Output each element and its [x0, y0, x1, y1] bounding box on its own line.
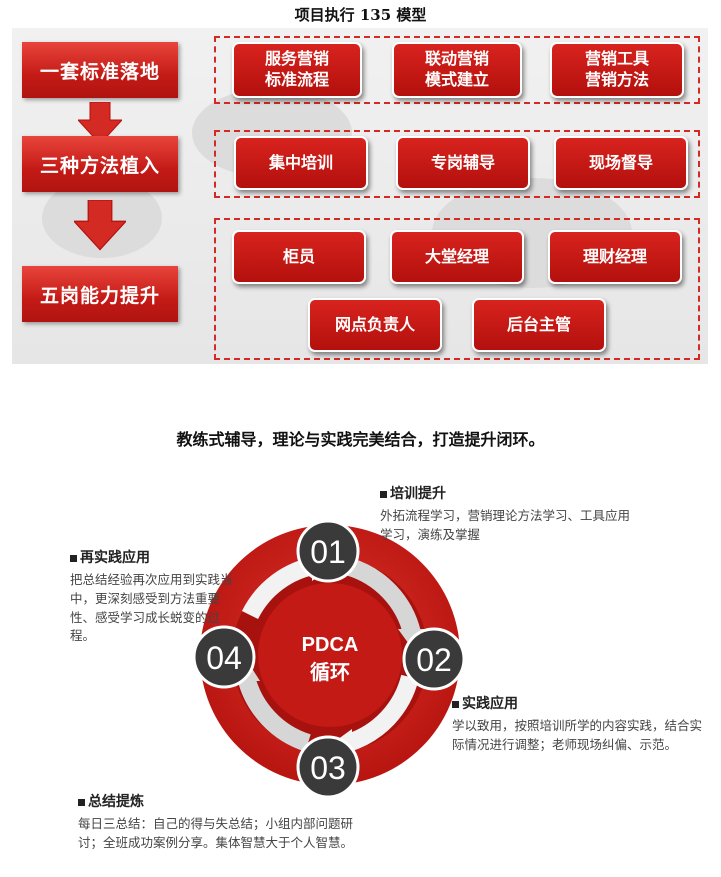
note-03-body: 每日三总结：自己的得与失总结；小组内部问题研讨；全班成功案例分享。集体智慧大于个… [78, 816, 354, 850]
wealth-manager-box: 理财经理 [548, 230, 682, 284]
node-02 [402, 627, 466, 691]
linkage-marketing-box: 联动营销 模式建立 [392, 42, 522, 98]
central-training-box: 集中培训 [234, 136, 368, 190]
model-panel: 一套标准落地 三种方法植入 五岗能力提升 服务营销 标准流程 联动营销 模式建立… [12, 28, 708, 364]
node-04 [192, 625, 256, 689]
node-03 [296, 735, 360, 799]
second-title: 教练式辅导，理论与实践完美结合，打造提升闭环。 [176, 430, 545, 449]
node-04-label: 04 [206, 640, 242, 676]
service-marketing-box: 服务营销 标准流程 [232, 42, 362, 98]
bullet-square-icon [380, 490, 387, 498]
cycle-arrow-icon [237, 674, 311, 752]
note-01: 培训提升 外拓流程学习，营销理论方法学习、工具应用学习，演练及掌握 [380, 484, 640, 545]
back-office-box: 后台主管 [472, 298, 606, 352]
note-02-heading: 实践应用 [462, 696, 518, 712]
group-three-frame [214, 218, 700, 360]
center-circle [258, 583, 402, 727]
note-04-heading: 再实践应用 [80, 550, 150, 566]
cycle-arrow-icon [347, 558, 421, 636]
node-02-label: 02 [416, 642, 452, 678]
bullet-square-icon [452, 700, 459, 708]
down-arrow-icon [78, 102, 122, 145]
lobby-manager-box: 大堂经理 [390, 230, 524, 284]
step-two-box: 三种方法植入 [22, 136, 178, 192]
bullet-square-icon [78, 798, 85, 806]
bullet-square-icon [70, 554, 77, 562]
group-two-frame [214, 130, 700, 198]
dedicated-coaching-box: 专岗辅导 [396, 136, 530, 190]
marketing-tools-box: 营销工具 营销方法 [550, 42, 684, 98]
note-04-body: 把总结经验再次应用到实践当中，更深刻感受到方法重要性、感受学习成长蜕变的过程。 [70, 572, 233, 644]
note-02: 实践应用 学以致用，按照培训所学的内容实践，结合实际情况进行调整；老师现场纠偏、… [452, 694, 702, 755]
node-03-label: 03 [310, 750, 346, 786]
group-one-frame [214, 36, 700, 104]
note-01-body: 外拓流程学习，营销理论方法学习、工具应用学习，演练及掌握 [380, 508, 631, 542]
step-three-box: 五岗能力提升 [22, 266, 178, 322]
center-label-1: PDCA [302, 634, 359, 656]
node-01-label: 01 [310, 534, 346, 570]
note-04: 再实践应用 把总结经验再次应用到实践当中，更深刻感受到方法重要性、感受学习成长蜕… [70, 548, 238, 646]
top-title: 项目执行 135 模型 [294, 6, 427, 24]
down-arrow-icon [74, 200, 126, 251]
note-03: 总结提炼 每日三总结：自己的得与失总结；小组内部问题研讨；全班成功案例分享。集体… [78, 792, 364, 853]
note-01-heading: 培训提升 [390, 486, 446, 502]
onsite-supervision-box: 现场督导 [554, 136, 688, 190]
branch-head-box: 网点负责人 [308, 298, 442, 352]
node-01 [296, 519, 360, 583]
step-one-box: 一套标准落地 [22, 42, 178, 98]
cycle-arrow-icon [345, 674, 419, 752]
note-02-body: 学以致用，按照培训所学的内容实践，结合实际情况进行调整；老师现场纠偏、示范。 [452, 718, 703, 752]
center-label-2: 循环 [310, 660, 350, 684]
pdca-cycle-diagram: PDCA 循环 01 02 03 04 [192, 519, 466, 799]
note-03-heading: 总结提炼 [88, 794, 144, 810]
teller-box: 柜员 [232, 230, 366, 284]
